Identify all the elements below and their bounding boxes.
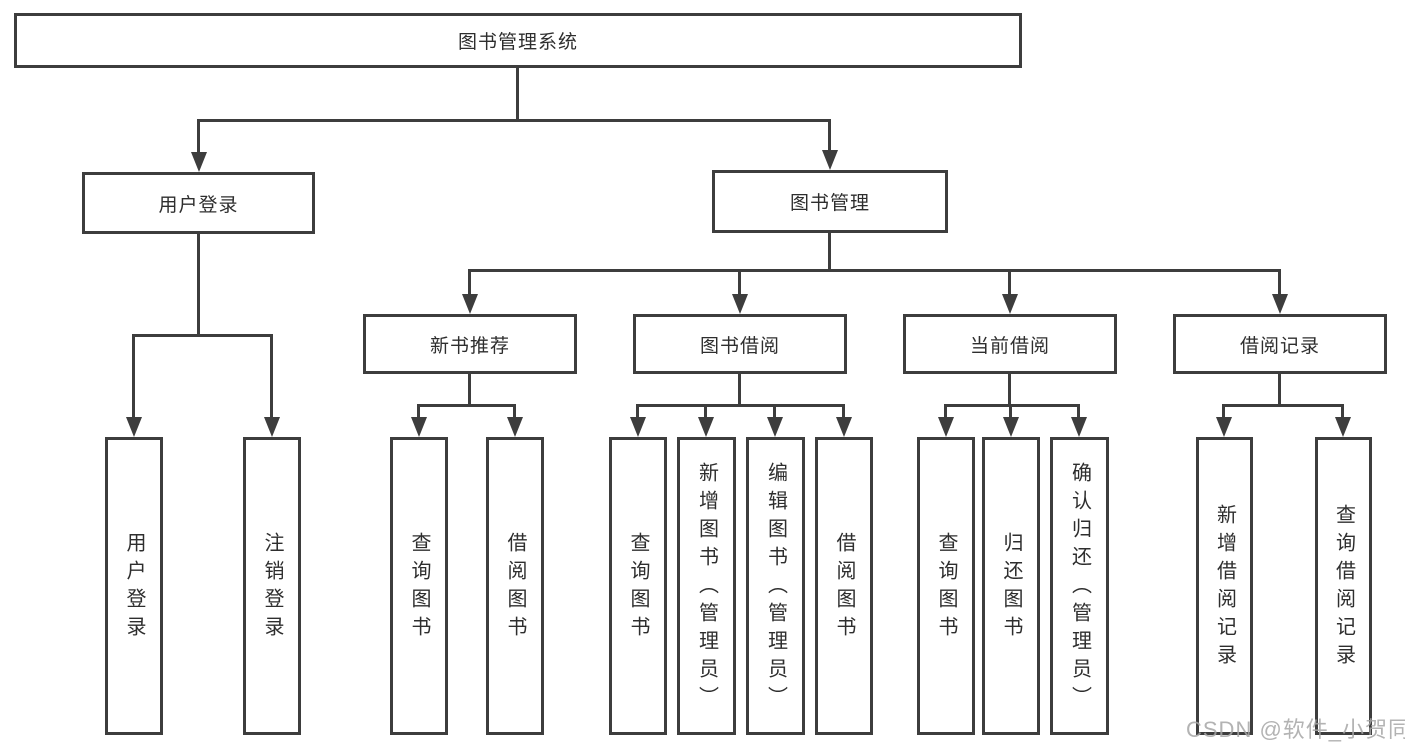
connector-new-book-rail (417, 404, 516, 407)
leaf-query-borrow-record: 查询借阅记录 (1315, 437, 1372, 735)
node-user-login: 用户登录 (82, 172, 315, 234)
connector-drop (842, 404, 845, 419)
arrow-down-icon (264, 417, 280, 437)
connector-drop-book-borrow (738, 269, 741, 296)
arrow-down-icon (1071, 417, 1087, 437)
connector-drop (1341, 404, 1344, 419)
connector-drop (704, 404, 707, 419)
connector-book-borrow-stem (738, 374, 741, 406)
arrow-down-icon (836, 417, 852, 437)
arrow-down-icon (507, 417, 523, 437)
leaf-logout: 注销登录 (243, 437, 301, 735)
connector-user-login-stem (197, 234, 200, 337)
leaf-add-books-admin: 新增图书（管理员） (677, 437, 736, 735)
connector-current-borrow-stem (1008, 374, 1011, 406)
leaf-query-books-new: 查询图书 (390, 437, 448, 735)
leaf-add-borrow-record: 新增借阅记录 (1196, 437, 1253, 735)
connector-drop (417, 404, 420, 419)
arrow-down-icon (1216, 417, 1232, 437)
connector-root-stem (516, 68, 519, 122)
leaf-confirm-return-admin: 确认归还（管理员） (1050, 437, 1109, 735)
leaf-return-books: 归还图书 (982, 437, 1040, 735)
arrow-down-icon (462, 294, 478, 314)
arrow-down-icon (191, 152, 207, 172)
node-book-management: 图书管理 (712, 170, 948, 233)
connector-drop (1009, 404, 1012, 419)
arrow-down-icon (767, 417, 783, 437)
connector-drop (1077, 404, 1080, 419)
node-library-management-system: 图书管理系统 (14, 13, 1022, 68)
connector-book-borrow-rail (636, 404, 845, 407)
connector-drop-borrow-record (1278, 269, 1281, 296)
connector-borrow-record-rail (1222, 404, 1344, 407)
connector-drop-current-borrow (1008, 269, 1011, 296)
node-borrowing-records: 借阅记录 (1173, 314, 1387, 374)
connector-drop (1222, 404, 1225, 419)
connector-book-management-stem (828, 233, 831, 271)
leaf-user-login: 用户登录 (105, 437, 163, 735)
connector-drop (773, 404, 776, 419)
connector-drop-leaf-logout (270, 334, 273, 419)
leaf-query-books-current: 查询图书 (917, 437, 975, 735)
node-current-borrowing: 当前借阅 (903, 314, 1117, 374)
arrow-down-icon (411, 417, 427, 437)
connector-new-book-stem (468, 374, 471, 406)
connector-drop (944, 404, 947, 419)
csdn-watermark: CSDN @软件_小贺同学 (1186, 717, 1405, 742)
arrow-down-icon (126, 417, 142, 437)
arrow-down-icon (938, 417, 954, 437)
connector-drop (513, 404, 516, 419)
node-book-borrowing: 图书借阅 (633, 314, 847, 374)
node-new-book-recommendation: 新书推荐 (363, 314, 577, 374)
connector-drop-book-management (828, 119, 831, 152)
arrow-down-icon (1272, 294, 1288, 314)
connector-drop-leaf-login (132, 334, 135, 419)
arrow-down-icon (822, 150, 838, 170)
arrow-down-icon (732, 294, 748, 314)
leaf-borrow-books: 借阅图书 (815, 437, 873, 735)
connector-drop-new-book (468, 269, 471, 296)
arrow-down-icon (698, 417, 714, 437)
leaf-query-books-borrow: 查询图书 (609, 437, 667, 735)
arrow-down-icon (1002, 294, 1018, 314)
connector-drop-user-login (197, 119, 200, 154)
connector-level2-rail (197, 119, 831, 122)
arrow-down-icon (1003, 417, 1019, 437)
connector-borrow-record-stem (1278, 374, 1281, 406)
connector-drop (636, 404, 639, 419)
connector-level3-rail (468, 269, 1281, 272)
connector-current-borrow-rail (944, 404, 1080, 407)
arrow-down-icon (1335, 417, 1351, 437)
connector-user-login-rail (132, 334, 273, 337)
arrow-down-icon (630, 417, 646, 437)
leaf-borrow-books-new: 借阅图书 (486, 437, 544, 735)
leaf-edit-books-admin: 编辑图书（管理员） (746, 437, 805, 735)
